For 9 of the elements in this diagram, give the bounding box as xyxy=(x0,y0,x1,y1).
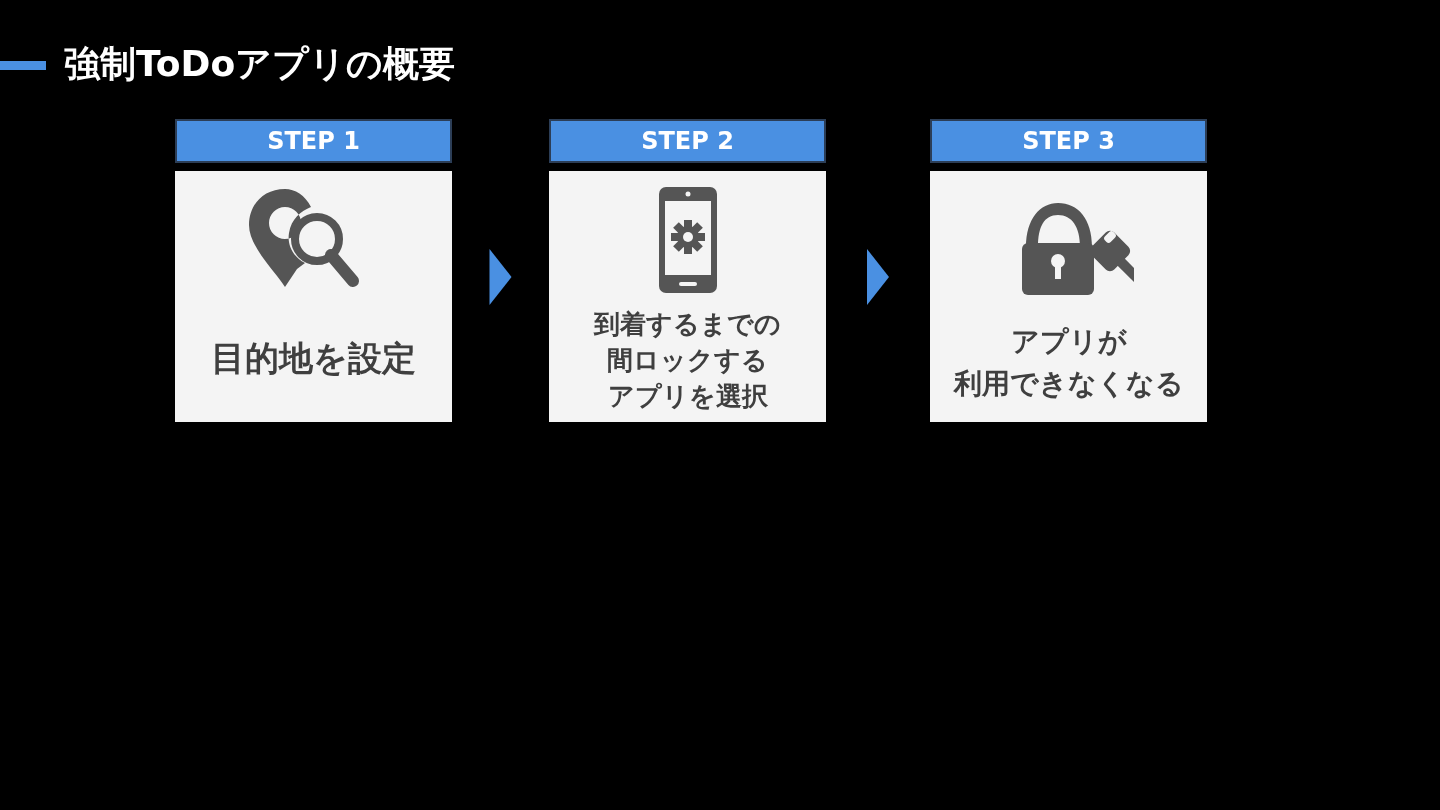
step-text: アプリが利用できなくなる xyxy=(952,324,1185,402)
step-header: STEP 2 xyxy=(549,119,826,163)
chevron-arrow xyxy=(867,249,889,305)
step-text: 到着するまでの間ロックするアプリを選択 xyxy=(592,308,782,413)
step-text: 目的地を設定 xyxy=(210,337,417,380)
step-header: STEP 3 xyxy=(930,119,1207,163)
chevron-arrow xyxy=(489,249,512,305)
title: 強制ToDoアプリの概要 xyxy=(64,42,456,86)
step-header: STEP 1 xyxy=(175,119,452,163)
